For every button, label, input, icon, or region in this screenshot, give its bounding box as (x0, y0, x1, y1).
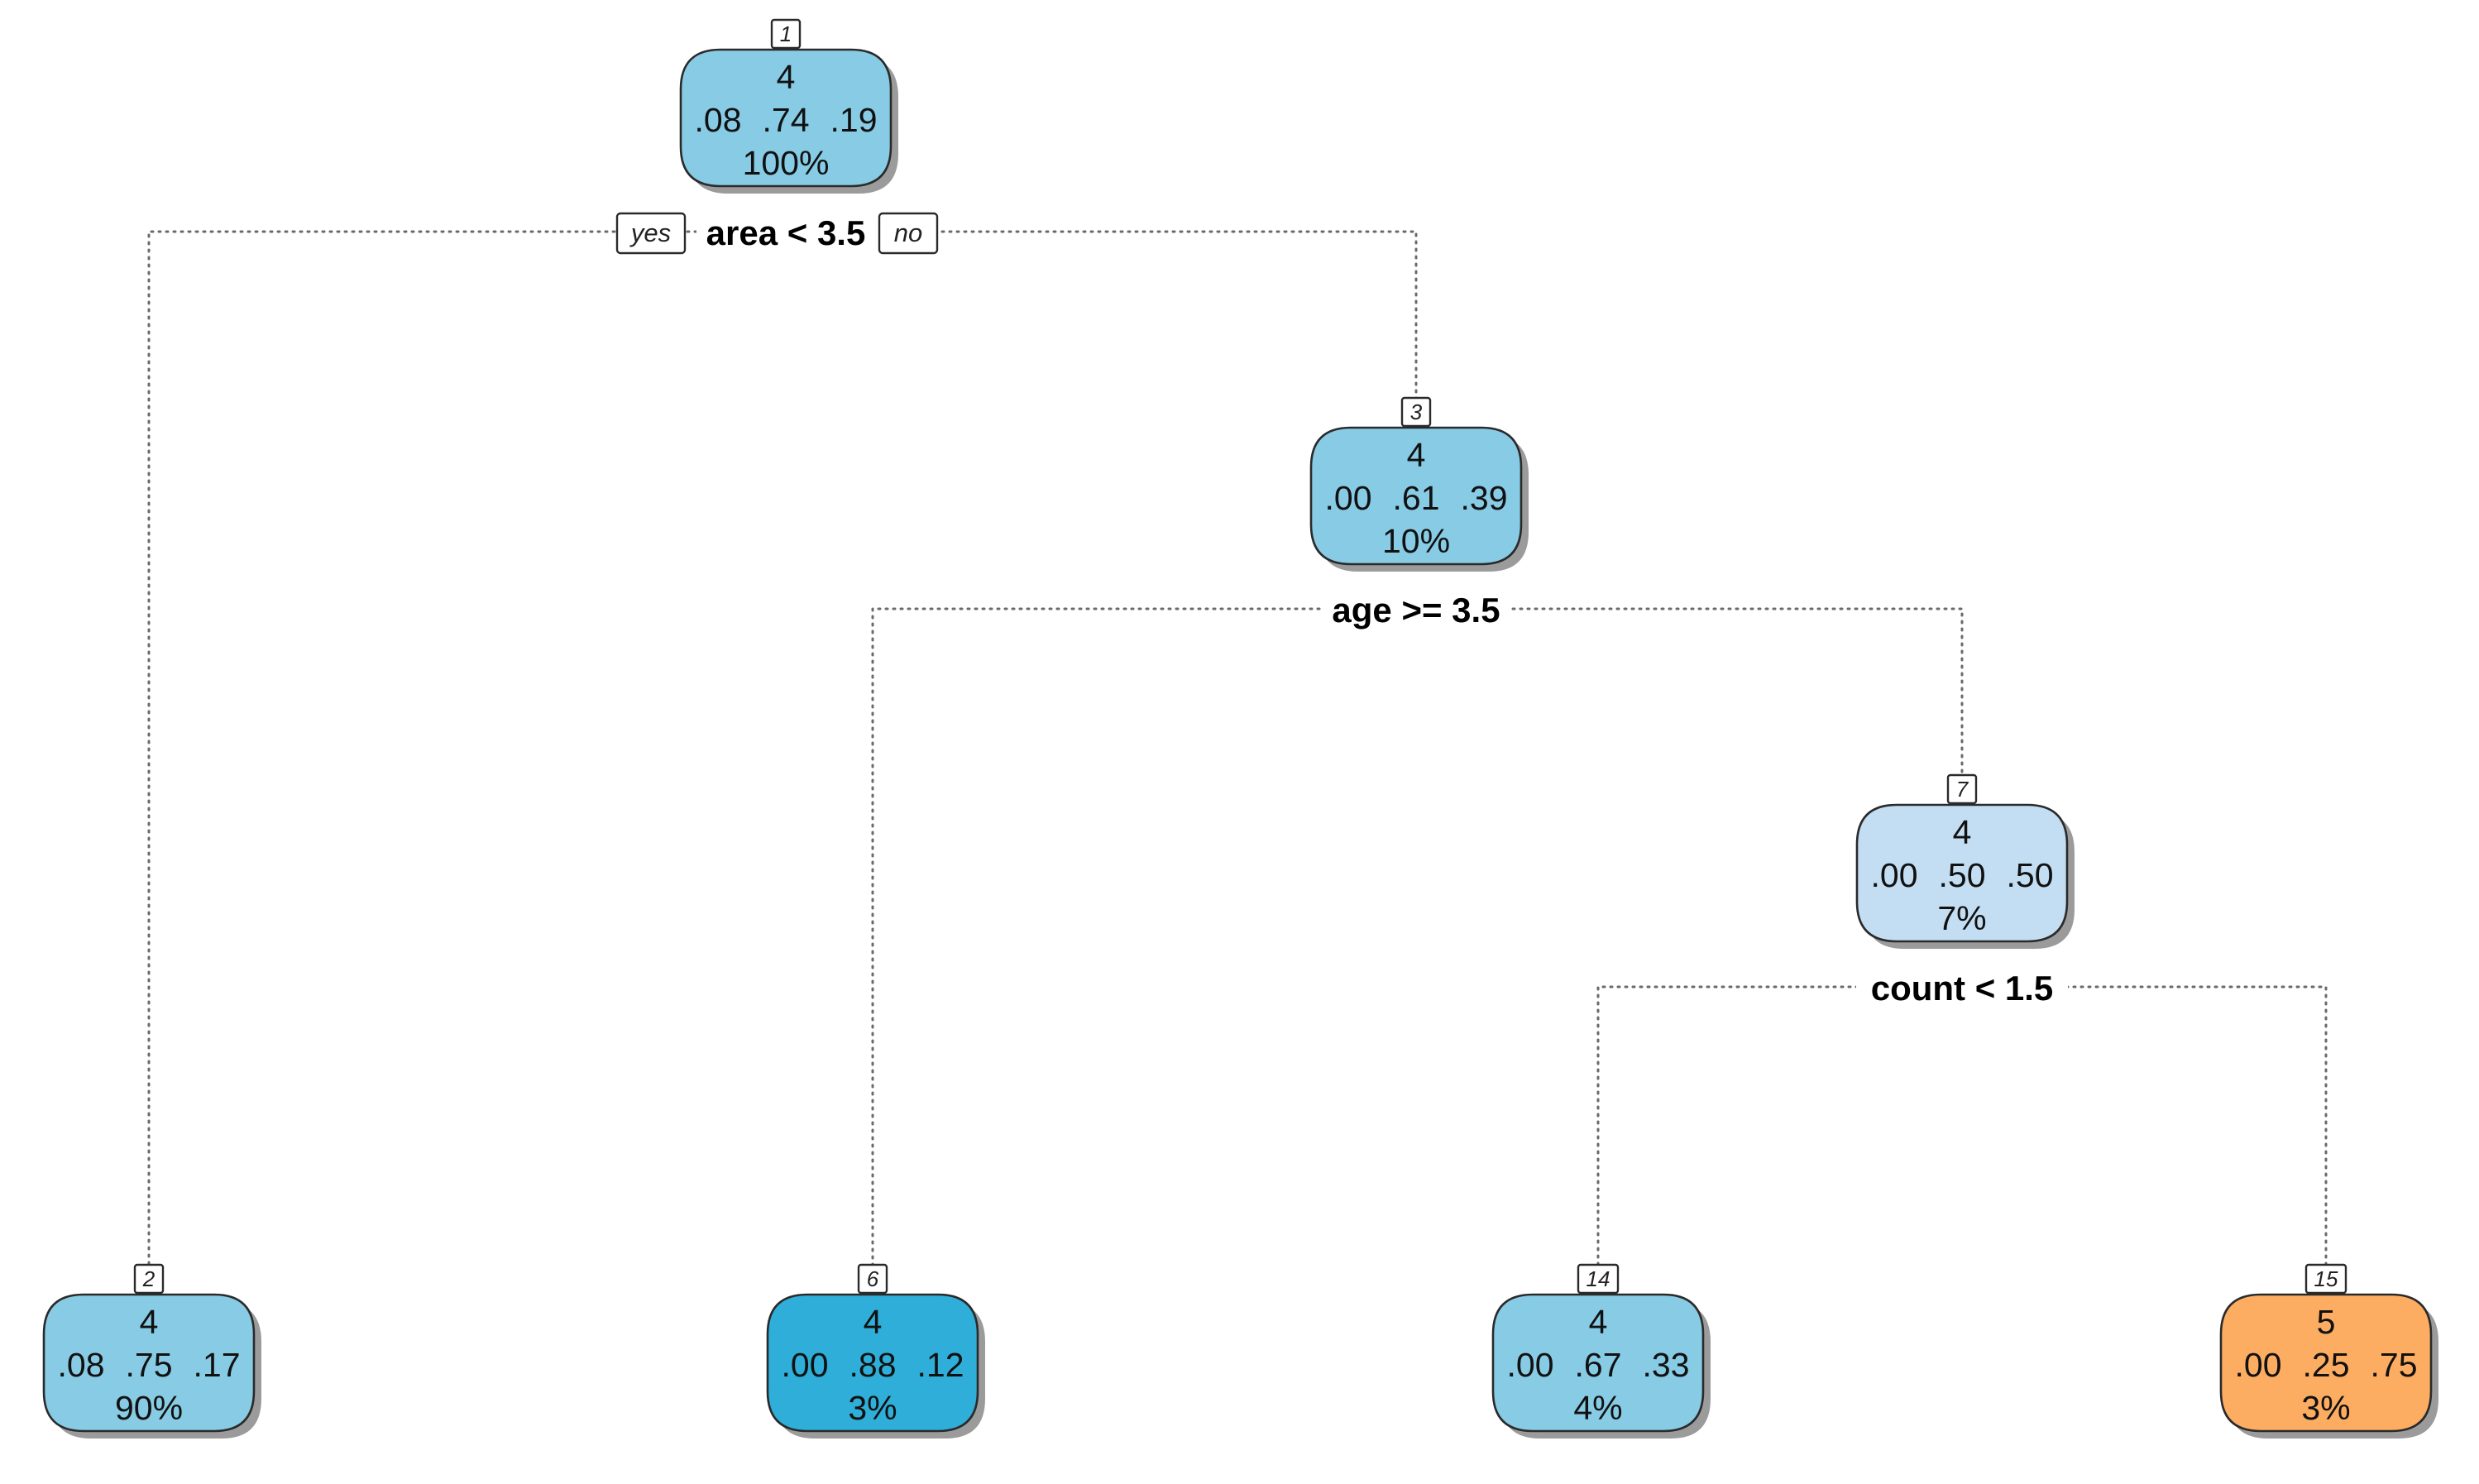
node-class-probability: .33 (1643, 1346, 1690, 1384)
node-box (2219, 1293, 2433, 1433)
tree-node-3: 3 4 .00 .61 .39 10% (1309, 396, 1529, 572)
node-class-probability: .50 (1939, 856, 1986, 894)
node-class-probability: .00 (1507, 1346, 1554, 1384)
node-predicted-class: 4 (864, 1303, 883, 1341)
node-percent: 10% (1382, 522, 1450, 560)
node-percent: 3% (848, 1389, 897, 1427)
node-percent: 100% (743, 144, 830, 182)
node-number-tag (133, 1263, 165, 1295)
node-predicted-class: 4 (777, 58, 796, 96)
node-class-probability: .75 (2371, 1346, 2418, 1384)
node-number: 6 (867, 1266, 879, 1291)
tree-node-2: 2 4 .08 .75 .17 90% (42, 1263, 261, 1439)
node-number-tag (2304, 1263, 2347, 1295)
node-number: 15 (2314, 1266, 2338, 1291)
split-label-node-7: count < 1.5 (1871, 969, 2054, 1008)
tree-node-14: 14 4 .00 .67 .33 4% (1491, 1263, 1711, 1439)
node-box (766, 1293, 979, 1433)
tree-node-6: 6 4 .00 .88 .12 3% (766, 1263, 985, 1439)
node-number: 1 (780, 22, 792, 46)
split-label-node-3: age >= 3.5 (1332, 591, 1500, 630)
tree-node-15: 15 5 .00 .25 .75 3% (2219, 1263, 2438, 1439)
node-class-probability: .67 (1575, 1346, 1622, 1384)
node-number-tag (1946, 773, 1978, 805)
node-box (1309, 426, 1523, 566)
edge-node-3-to-6 (871, 607, 1418, 1276)
split-labels: area < 3.5 yes no age >= 3.5 count < 1.5 (615, 207, 2068, 1012)
node-number: 7 (1956, 777, 1969, 802)
node-class-probability: .61 (1393, 479, 1440, 517)
node-number-tag (1400, 396, 1432, 428)
node-box (42, 1293, 256, 1433)
no-branch-text: no (894, 218, 922, 247)
node-box (679, 48, 893, 188)
node-class-probability: .19 (830, 101, 878, 139)
node-box (1855, 803, 2069, 943)
edge-node-7-to-14 (1596, 985, 1964, 1276)
node-class-probability: .08 (695, 101, 742, 139)
node-percent: 3% (2301, 1389, 2350, 1427)
yes-branch-label: yes (615, 212, 687, 255)
tree-nodes: 14.08.74.19100%24.08.75.1790%34.00.61.39… (42, 18, 2438, 1439)
node-class-probability: .17 (194, 1346, 241, 1384)
yes-branch-text: yes (629, 218, 671, 247)
split-label-node-1: area < 3.5 (706, 213, 866, 252)
node-class-probability: .00 (1325, 479, 1372, 517)
node-percent: 90% (115, 1389, 183, 1427)
node-class-probability: .00 (782, 1346, 829, 1384)
node-number-tag (770, 18, 802, 50)
edge-node-1-to-3 (784, 230, 1418, 407)
node-class-probability: .12 (917, 1346, 964, 1384)
node-number: 2 (142, 1266, 156, 1291)
tree-node-7: 7 4 .00 .50 .50 7% (1855, 773, 2075, 949)
node-number-tag (857, 1263, 888, 1295)
node-percent: 4% (1573, 1389, 1622, 1427)
node-number-tag (1577, 1263, 1620, 1295)
node-class-probability: .74 (763, 101, 810, 139)
node-predicted-class: 4 (1589, 1303, 1608, 1341)
node-number: 3 (1410, 400, 1423, 424)
node-class-probability: .25 (2303, 1346, 2350, 1384)
node-number: 14 (1586, 1266, 1610, 1291)
tree-edges (147, 230, 2328, 1276)
node-class-probability: .75 (126, 1346, 173, 1384)
node-class-probability: .00 (1871, 856, 1918, 894)
node-class-probability: .39 (1461, 479, 1508, 517)
node-box (1491, 1293, 1705, 1433)
node-predicted-class: 4 (140, 1303, 159, 1341)
node-class-probability: .08 (58, 1346, 105, 1384)
node-class-probability: .00 (2235, 1346, 2282, 1384)
node-predicted-class: 4 (1953, 813, 1972, 851)
node-percent: 7% (1937, 899, 1986, 937)
node-predicted-class: 5 (2317, 1303, 2336, 1341)
edge-node-7-to-15 (1960, 985, 2328, 1276)
edge-node-3-to-7 (1414, 607, 1964, 783)
node-predicted-class: 4 (1407, 436, 1426, 474)
node-class-probability: .50 (2007, 856, 2054, 894)
node-class-probability: .88 (849, 1346, 897, 1384)
edge-node-1-to-2 (147, 230, 787, 1276)
no-branch-label: no (878, 212, 939, 255)
